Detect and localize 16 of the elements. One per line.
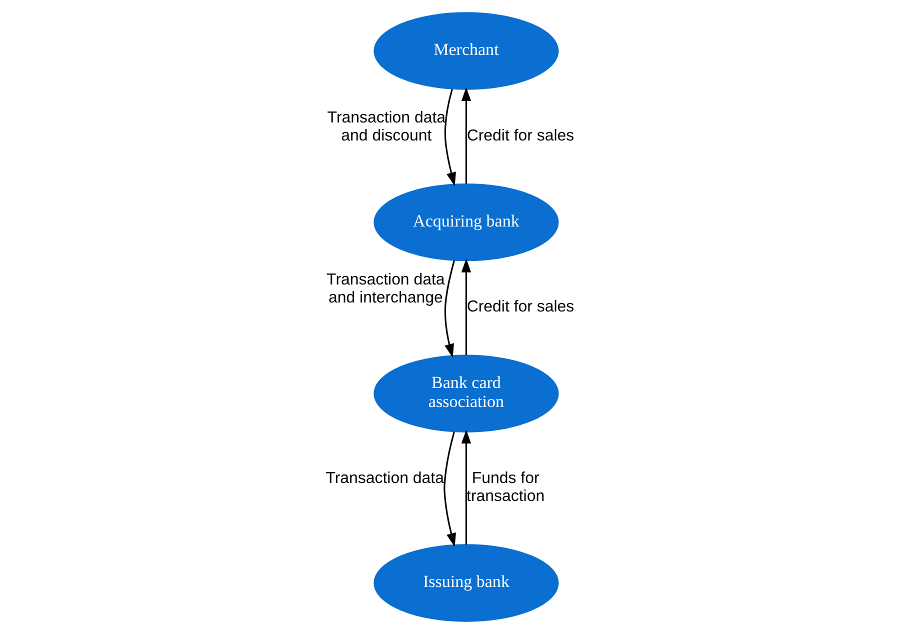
arrow: [444, 88, 456, 186]
edge-label: Transaction data and discount: [327, 109, 446, 144]
arrow: [444, 260, 455, 358]
arrow: [461, 430, 472, 545]
edge-label: Transaction data: [326, 470, 444, 487]
edge-label: Credit for sales: [466, 127, 574, 144]
arrow: [444, 432, 456, 547]
node-ellipse: Acquiring bank: [374, 183, 559, 262]
arrow: [461, 258, 472, 356]
node-ellipse: Bank card association: [374, 354, 559, 432]
node-ellipse: Issuing bank: [374, 544, 559, 622]
edge-label: Funds for transaction: [466, 470, 545, 506]
edge-label: Transaction data and interchange: [326, 271, 445, 307]
node-ellipse: Merchant: [374, 12, 559, 90]
edge-label: Credit for sales: [466, 298, 574, 316]
arrow: [461, 87, 472, 184]
